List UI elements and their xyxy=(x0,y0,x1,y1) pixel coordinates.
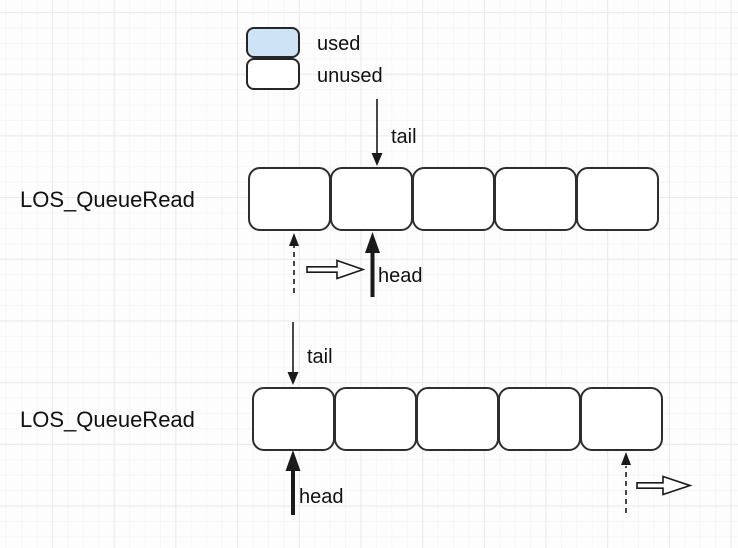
next-position-dashed-arrow xyxy=(289,233,299,293)
tail-arrow xyxy=(371,99,383,166)
queue-cell xyxy=(416,387,499,451)
head-label: head xyxy=(378,265,423,287)
legend-swatch-used xyxy=(246,27,300,58)
legend-swatch-unused xyxy=(246,58,300,90)
queue-cell xyxy=(498,387,581,451)
queue-cells-row xyxy=(252,387,663,451)
tail-label: tail xyxy=(307,346,333,368)
queue-cell xyxy=(412,167,495,231)
queue-cell xyxy=(252,387,335,451)
queue-cell xyxy=(330,167,413,231)
tail-label: tail xyxy=(391,126,417,148)
queue-name-label: LOS_QueueRead xyxy=(20,187,195,212)
queue-cell xyxy=(334,387,417,451)
queue-cell xyxy=(580,387,663,451)
advance-direction-arrow xyxy=(306,259,366,280)
queue-cell xyxy=(494,167,577,231)
queue-name-label: LOS_QueueRead xyxy=(20,407,195,432)
queue-cell xyxy=(248,167,331,231)
head-label: head xyxy=(299,486,344,508)
queue-cells-row xyxy=(248,167,659,231)
advance-direction-arrow xyxy=(636,475,693,496)
next-position-dashed-arrow xyxy=(621,452,631,513)
legend-label-unused: unused xyxy=(317,65,383,87)
legend-label-used: used xyxy=(317,33,361,55)
queue-cell xyxy=(576,167,659,231)
tail-arrow xyxy=(287,322,299,385)
